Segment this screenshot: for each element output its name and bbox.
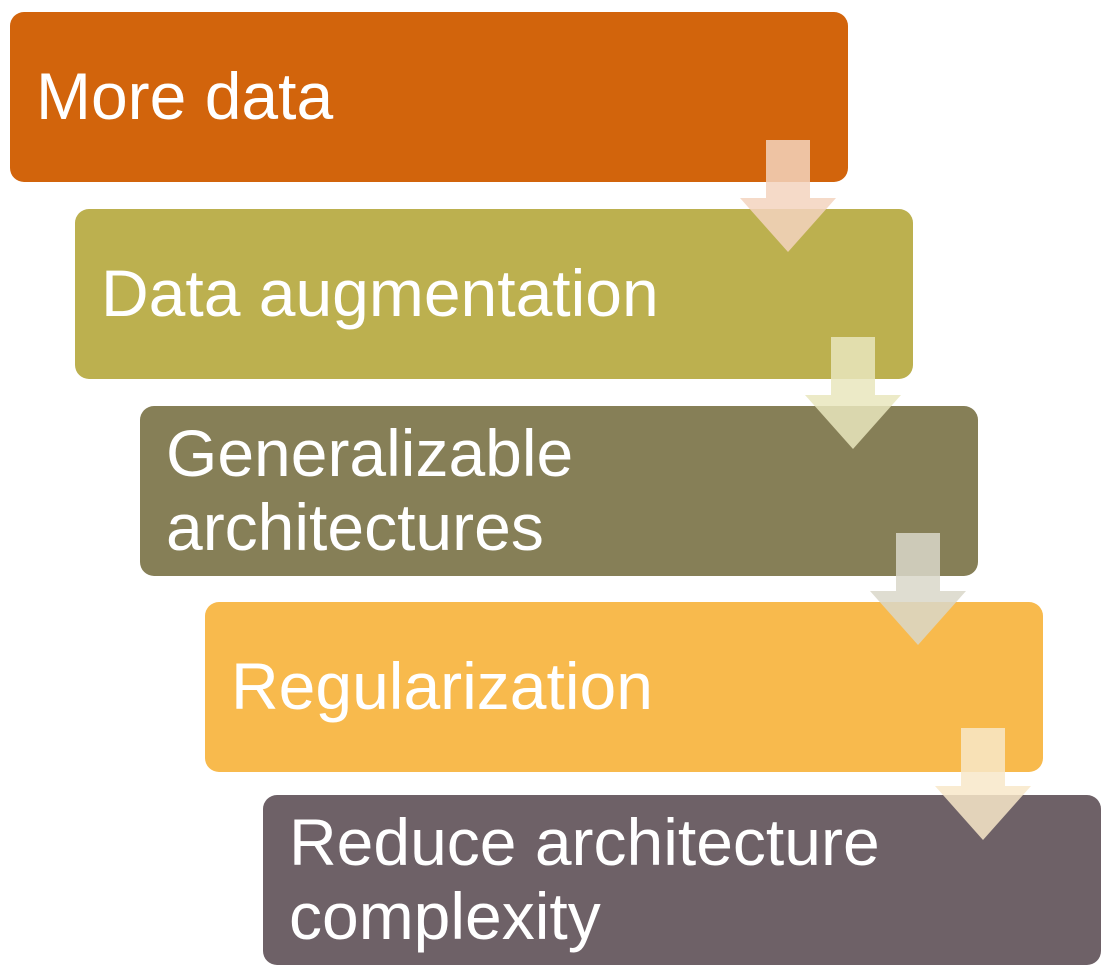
step-data-augmentation: Data augmentation (75, 209, 913, 379)
step-generalizable-architectures: Generalizable architectures (140, 406, 978, 576)
step-label: Generalizable architectures (166, 416, 574, 564)
step-regularization: Regularization (205, 602, 1043, 772)
step-reduce-architecture-complexity: Reduce architecture complexity (263, 795, 1101, 965)
step-more-data: More data (10, 12, 848, 182)
down-arrow-icon (740, 140, 836, 252)
step-label: Data augmentation (101, 256, 659, 331)
down-arrow-icon (870, 533, 966, 645)
step-label: Reduce architecture complexity (289, 805, 880, 953)
step-label: More data (36, 59, 334, 134)
step-label: Regularization (231, 649, 653, 724)
down-arrow-icon (935, 728, 1031, 840)
down-arrow-icon (805, 337, 901, 449)
